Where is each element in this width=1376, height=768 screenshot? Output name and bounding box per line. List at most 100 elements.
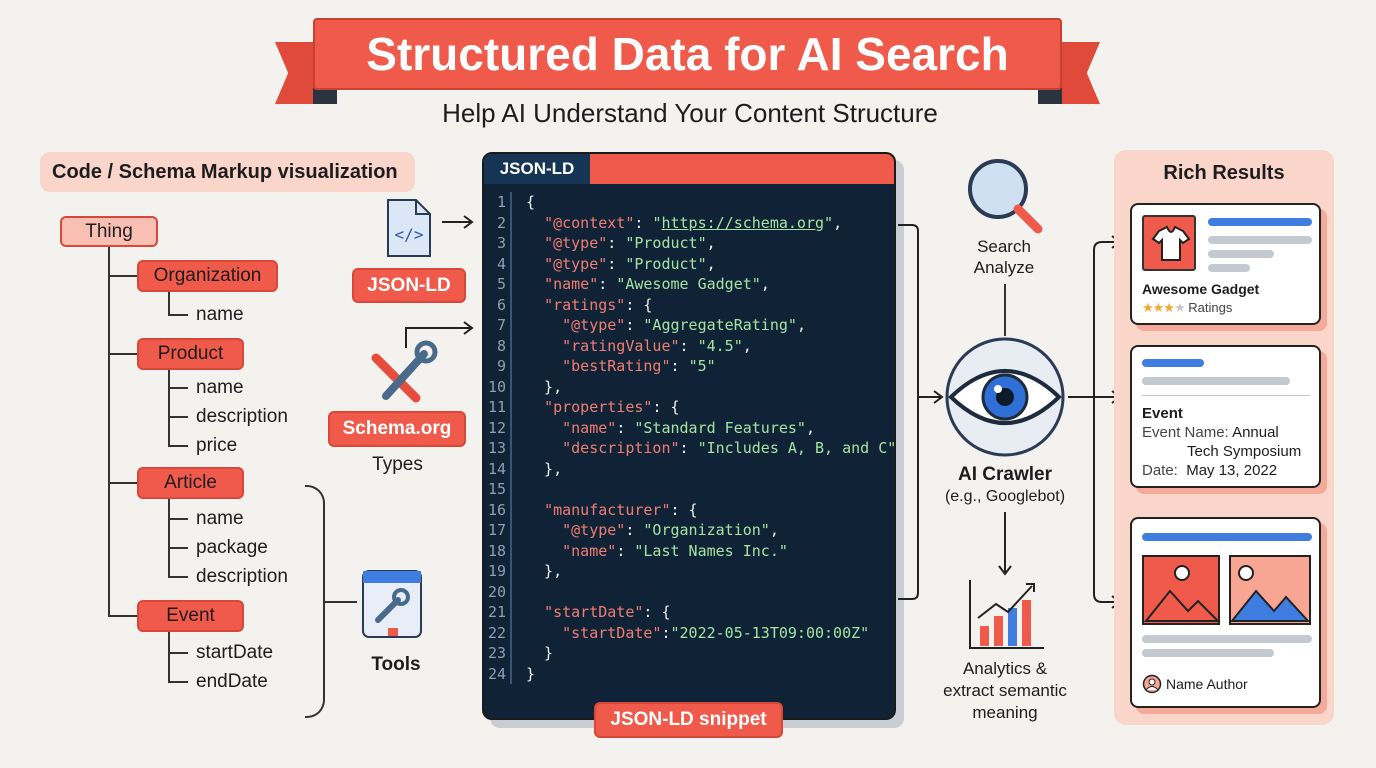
analyze-label: Analyze	[973, 258, 1035, 277]
event-date-value: May 13, 2022	[1186, 462, 1278, 479]
line-number: 11	[487, 398, 506, 416]
tree-leaf-branch	[168, 445, 188, 447]
tree-leaf-property: name	[196, 508, 244, 529]
code-line: "description": "Includes A, B, and C"	[562, 439, 896, 457]
json-key: "description"	[562, 439, 680, 457]
arrow-down-icon	[998, 512, 1012, 576]
json-key: "ratings"	[544, 295, 626, 314]
search-label: Search	[977, 237, 1031, 256]
tree-leaf-property: name	[196, 377, 244, 398]
product-name: Awesome Gadget	[1142, 281, 1260, 297]
json-key: "@type"	[544, 254, 608, 273]
page-subtitle: Help AI Understand Your Content Structur…	[442, 98, 938, 128]
tree-leaf-property: name	[196, 304, 244, 325]
jsonld-label: JSON-LD	[352, 268, 466, 303]
json-key: "properties"	[544, 398, 653, 416]
tools-window-icon	[362, 570, 422, 638]
code-line: "bestRating": "5"	[562, 357, 716, 375]
page-title: Structured Data for AI Search	[313, 18, 1062, 90]
tree-branch	[108, 615, 138, 617]
line-number: 24	[487, 664, 506, 683]
text-bar	[1142, 649, 1274, 657]
tools-label: Tools	[371, 654, 421, 675]
code-line: "startDate": {	[544, 603, 671, 621]
tree-branch	[108, 353, 138, 355]
code-tab-jsonld[interactable]: JSON-LD	[484, 154, 590, 184]
text-bar	[1208, 250, 1274, 258]
json-value: "Last Names Inc."	[634, 541, 788, 560]
json-value: "AggregateRating"	[643, 316, 797, 334]
text-bar	[1142, 377, 1290, 385]
code-line: "ratingValue": "4.5",	[562, 336, 752, 355]
tree-leaf-branch	[168, 416, 188, 418]
brace	[305, 485, 325, 718]
line-number: 21	[487, 603, 506, 621]
json-value: "Product"	[625, 234, 707, 252]
tree-leaf-branch	[168, 652, 188, 654]
json-key: "@type"	[562, 521, 626, 539]
tree-leaf-branch	[168, 314, 188, 316]
star-rating-icon: ★★★★	[1142, 300, 1186, 315]
tree-leaf-branch	[168, 681, 188, 683]
article-result-card[interactable]: Name Author	[1130, 517, 1321, 708]
json-link[interactable]: https://schema.org	[661, 213, 825, 232]
title-bar	[1142, 359, 1204, 367]
crawler-title: AI Crawler	[958, 464, 1052, 485]
code-line: "properties": {	[544, 398, 680, 416]
tree-leaf-property: description	[196, 406, 288, 427]
code-line: "@type": "Product",	[544, 234, 716, 252]
connector-line	[1004, 284, 1006, 336]
code-line: {	[526, 193, 536, 211]
tree-sub-trunk	[168, 370, 170, 445]
analytics-line-1: Analytics &	[962, 659, 1048, 678]
image-icon	[1229, 555, 1311, 625]
line-number: 14	[487, 459, 506, 478]
tree-leaf-property: endDate	[196, 671, 268, 692]
line-number: 22	[487, 623, 506, 642]
tree-branch	[108, 275, 138, 277]
event-date-label: Date:	[1142, 462, 1178, 479]
event-result-card[interactable]: Event Event Name: Annual Tech Symposium …	[1130, 345, 1321, 488]
ratings-label: Ratings	[1188, 300, 1233, 315]
text-bar	[1208, 264, 1250, 272]
json-key: "startDate"	[544, 603, 644, 621]
analytics-line-3: meaning	[972, 703, 1038, 722]
code-line: "@context": "https://schema.org",	[544, 213, 843, 232]
tree-trunk	[108, 247, 110, 616]
tshirt-icon	[1151, 225, 1191, 261]
code-line: "startDate":"2022-05-13T09:00:00Z"	[562, 623, 870, 642]
product-result-card[interactable]: Awesome Gadget ★★★★ Ratings	[1130, 203, 1321, 325]
line-number: 7	[496, 316, 506, 334]
line-number: 8	[496, 336, 506, 355]
line-number: 1	[496, 193, 506, 211]
tree-node-organization: Organization	[137, 260, 278, 292]
json-value: "Includes A, B, and C"	[697, 439, 896, 457]
text-bar	[1208, 236, 1312, 244]
json-key: "startDate"	[562, 623, 662, 642]
json-value: "5"	[688, 357, 716, 375]
code-line: "ratings": {	[544, 295, 653, 314]
code-line: }	[526, 644, 554, 662]
json-key: "name"	[562, 418, 617, 437]
product-image	[1142, 215, 1196, 271]
line-number: 2	[496, 213, 506, 232]
code-line: "name": "Standard Features",	[562, 418, 815, 437]
json-key: "bestRating"	[562, 357, 671, 375]
code-line: },	[526, 562, 563, 580]
code-line: "@type": "Product",	[544, 254, 716, 273]
image-icon	[1142, 555, 1221, 625]
json-key: "ratingValue"	[562, 336, 680, 355]
line-number: 19	[487, 562, 506, 580]
tree-node-product: Product	[137, 338, 244, 370]
event-name-value-2: Tech Symposium	[1187, 443, 1302, 460]
tree-leaf-property: price	[196, 435, 238, 456]
tree-leaf-property: description	[196, 566, 288, 587]
code-line: },	[526, 377, 563, 396]
search-analyze-label: Search Analyze	[950, 236, 1058, 278]
analytics-line-2: extract semantic	[943, 681, 1067, 700]
line-number: 17	[487, 521, 506, 539]
json-key: "@type"	[562, 316, 626, 334]
tree-sub-trunk	[168, 632, 170, 681]
